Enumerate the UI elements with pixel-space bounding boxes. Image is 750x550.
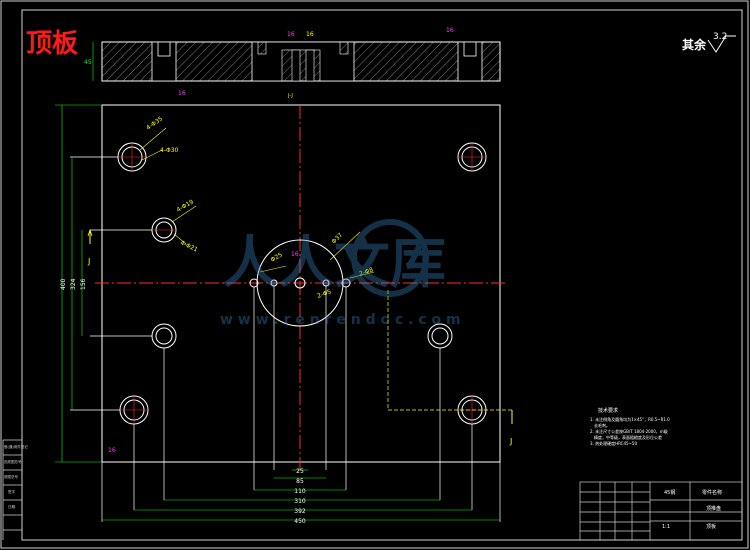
corner-hole-label-a: 4-Φ35 xyxy=(145,115,164,131)
roughness-symbol: 其余 3.2 xyxy=(682,32,736,53)
drawing-title: 顶板 xyxy=(26,29,78,59)
drawing-scale: 1:1 xyxy=(662,524,670,530)
side-label: 底图总号 xyxy=(4,474,18,479)
tech-note-line: 去毛刺。 xyxy=(594,422,610,428)
section-roughness: 16 xyxy=(306,31,314,38)
section-cut-right: J xyxy=(387,290,513,446)
guide-hole-label-a: 4-Φ19 xyxy=(176,198,196,213)
guide-hole-label-b: 4-Φ21 xyxy=(179,239,199,253)
cut-label-right: J xyxy=(509,437,512,446)
plan-view: 25 85 110 310 392 450 400 324 156 xyxy=(55,104,513,525)
part-name-header: 零件名称 xyxy=(702,489,722,496)
dim-110: 110 xyxy=(294,488,306,495)
side-label: 日期 xyxy=(8,504,15,509)
roughness-label: 其余 xyxy=(682,37,707,52)
side-label: 签字 xyxy=(8,489,15,494)
corner-hole-label-b: 4-Φ30 xyxy=(160,147,179,154)
section-view: 45 16 16 16 16 J-J xyxy=(84,27,501,99)
dim-310: 310 xyxy=(294,498,306,505)
tech-note-line: 精度，中等级，表面粗糙度及形位公差 xyxy=(594,434,662,440)
watermark: 人人文库 w w w . r e n r e n d o c . c o m xyxy=(220,219,461,328)
dim-392: 392 xyxy=(294,508,306,515)
inner-border xyxy=(21,9,743,541)
corner-hole xyxy=(117,142,147,172)
dim-156: 156 xyxy=(80,278,87,290)
side-strip xyxy=(2,439,22,540)
dim-400: 400 xyxy=(60,278,67,290)
title-block xyxy=(579,481,743,541)
title-block-text: 45钢 零件名称 顶推盘 顶板 1:1 xyxy=(662,489,722,530)
guide-hole xyxy=(151,323,177,349)
section-roughness: 16 xyxy=(178,90,186,97)
side-strip-labels: 借(通)用件登记 旧底图总号 底图总号 签字 日期 xyxy=(4,444,28,509)
material-label: 45钢 xyxy=(664,489,675,496)
cut-label-left: J xyxy=(87,257,90,266)
vertical-dims xyxy=(55,104,102,463)
part-name: 顶推盘 xyxy=(706,505,721,512)
section-depth-dim: 45 xyxy=(84,59,92,66)
drawing-name: 顶板 xyxy=(706,523,716,530)
center-roughness-label: 16 xyxy=(291,251,299,258)
watermark-logo: 人人文库 xyxy=(222,231,446,296)
small-right-label: 2-Φ8 xyxy=(358,266,374,278)
side-label: 借(通)用件登记 xyxy=(4,444,28,449)
horizontal-dim-labels: 25 85 110 310 392 450 xyxy=(294,468,306,525)
dim-450: 450 xyxy=(294,518,306,525)
roughness-value: 3.2 xyxy=(713,32,727,42)
corner-hole xyxy=(457,142,487,172)
corner-hole xyxy=(119,395,149,425)
dim-85: 85 xyxy=(296,478,304,485)
dim-324: 324 xyxy=(70,278,77,290)
tech-notes-title: 技术要求 xyxy=(598,407,618,414)
watermark-url: w w w . r e n r e n d o c . c o m xyxy=(220,312,461,328)
horizontal-dims xyxy=(102,469,500,521)
section-roughness: 16 xyxy=(446,27,454,34)
tech-note-line: 2. 未注尺寸公差按GB/T 1804-2000，m级 xyxy=(590,428,668,434)
technical-notes: 技术要求 1. 未注倒角及圆角均为1×45°，R0.5~R1.0 去毛刺。 2.… xyxy=(590,407,670,446)
section-roughness: 16 xyxy=(287,31,295,38)
section-cut-left: J xyxy=(87,228,93,266)
hole-callouts xyxy=(139,127,375,279)
small-left-label: 2-Φ5 xyxy=(316,288,332,300)
left-roughness-label: 16 xyxy=(108,447,116,454)
side-label: 旧底图总号 xyxy=(4,459,22,464)
tech-note-line: 1. 未注倒角及圆角均为1×45°，R0.5~R1.0 xyxy=(590,416,670,422)
dim-25: 25 xyxy=(296,468,304,475)
section-label: J-J xyxy=(287,93,293,99)
tech-note-line: 3. 热处理硬度HRC45~50 xyxy=(590,440,637,446)
